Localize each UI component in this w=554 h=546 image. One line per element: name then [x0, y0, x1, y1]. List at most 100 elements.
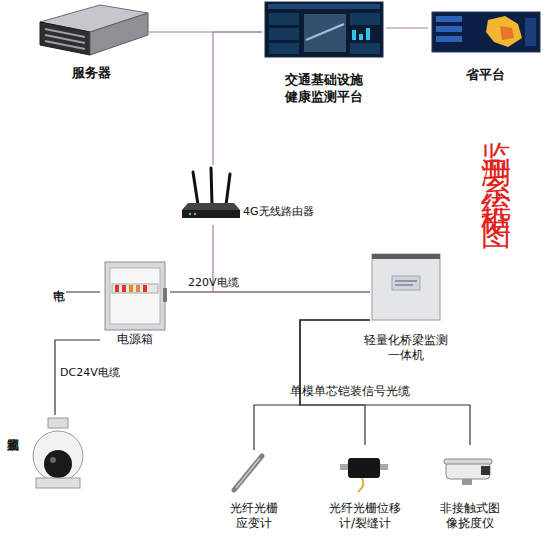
device-top — [372, 254, 440, 259]
displacement-meter-illustration — [340, 458, 388, 492]
node-text-group: 4G无线路由器 — [243, 205, 314, 219]
screen-panel — [269, 28, 299, 40]
device-case — [372, 254, 440, 320]
province-map — [486, 16, 522, 47]
node-text-group: 光纤光栅位移 计/裂缝计 — [329, 501, 401, 532]
screen-panel — [350, 13, 380, 25]
node-text-group: 交通基础设施 健康监测平台 — [285, 72, 363, 106]
router-top — [182, 203, 240, 210]
camera-node: 视频监测 — [2, 415, 87, 500]
device-illustration — [372, 254, 440, 320]
router-antenna — [193, 172, 198, 205]
screen-bridge — [306, 24, 344, 40]
node-label: 轻量化桥梁监测 一体机 — [364, 333, 448, 364]
node-label: 光纤光栅 应变计 — [230, 501, 278, 532]
province-screen — [432, 12, 540, 52]
node-text-group: 非接触式图 像挠度仪 — [440, 501, 500, 532]
router-led — [189, 213, 191, 215]
screen-header — [268, 4, 380, 9]
screen-panel — [436, 26, 462, 32]
connector-line — [213, 32, 262, 165]
router-antenna — [226, 174, 230, 205]
province-node: 省平台 — [428, 8, 542, 84]
screen-panel — [269, 13, 299, 25]
breaker — [136, 285, 140, 292]
device-node: 轻量化桥梁监测 一体机 — [370, 250, 442, 364]
meter-end — [340, 464, 348, 470]
camera-housing — [33, 431, 83, 481]
breaker — [129, 285, 133, 292]
node-text-group: 光纤光栅 应变计 — [230, 501, 278, 532]
platform-node: 交通基础设施 健康监测平台 — [262, 0, 386, 106]
power-box-node: 电源箱 — [100, 258, 170, 348]
province-map-region — [500, 26, 514, 40]
screen-panel — [436, 36, 462, 42]
camera-dome — [44, 450, 72, 478]
node-label: 省平台 — [466, 67, 505, 84]
sensor-node: 光纤光栅 应变计 — [222, 450, 286, 532]
node-text-group: 省平台 — [466, 67, 505, 84]
camera-base — [36, 478, 80, 488]
node-text-group: 服务器 — [72, 65, 111, 82]
screen-panel — [436, 16, 462, 22]
power-box-illustration — [105, 262, 167, 330]
cabinet-panel — [110, 268, 160, 324]
node-text-group: 电源箱 — [117, 332, 153, 348]
server-illustration — [40, 5, 148, 55]
strain-gauge-illustration — [234, 456, 262, 490]
device-nameplate — [392, 276, 420, 290]
router-body — [182, 210, 240, 218]
server-node: 服务器 — [35, 2, 147, 82]
screen-bar — [366, 28, 370, 40]
meter-body — [348, 458, 380, 478]
platform-screen — [265, 2, 383, 57]
cable-label: 单模单芯铠装信号光缆 — [290, 385, 410, 399]
node-label: 非接触式图 像挠度仪 — [440, 501, 500, 532]
diagram-title: 监测系统框图 — [478, 118, 514, 214]
gauge-highlight — [236, 458, 260, 488]
router-led — [194, 213, 196, 215]
deflection-meter-illustration — [444, 459, 492, 485]
cable-label: 220V电缆 — [188, 276, 239, 289]
breaker — [115, 285, 119, 292]
server-side — [90, 13, 148, 55]
screen-bar — [359, 34, 363, 40]
router-illustration — [182, 168, 240, 218]
screen-frame — [265, 2, 383, 57]
server-bay — [45, 41, 85, 49]
gauge-rod — [234, 456, 262, 490]
camera-mount — [48, 418, 68, 428]
nameplate-line — [395, 281, 417, 282]
cabinet-handle — [163, 288, 167, 302]
nameplate-line — [395, 285, 413, 286]
cable-label: DC24V电缆 — [60, 366, 120, 379]
screen-bar — [352, 30, 356, 40]
connector-line — [386, 27, 428, 28]
node-label: 交通基础设施 健康监测平台 — [285, 72, 363, 106]
sensor-node: 光纤光栅位移 计/裂缝计 — [325, 445, 405, 532]
connector-line — [300, 320, 370, 445]
sensor-node: 非接触式图 像挠度仪 — [432, 445, 508, 532]
mains-line — [66, 292, 100, 293]
node-label: 服务器 — [72, 65, 111, 82]
screen-panel — [525, 18, 536, 46]
meter-housing — [446, 462, 490, 479]
breaker — [122, 285, 126, 292]
breaker — [143, 285, 147, 292]
meter-hood — [444, 459, 492, 464]
server-front — [40, 22, 90, 55]
router-antenna — [211, 168, 212, 205]
breaker-rail — [112, 284, 158, 293]
screen-center — [304, 14, 346, 52]
cabinet — [105, 262, 165, 330]
screen-frame — [432, 12, 540, 52]
meter-base — [462, 479, 472, 485]
node-label: 电源箱 — [117, 332, 153, 348]
meter-end — [380, 464, 388, 470]
node-text-group: 轻量化桥梁监测 一体机 — [364, 333, 448, 364]
router-node: 4G无线路由器 — [180, 165, 325, 225]
